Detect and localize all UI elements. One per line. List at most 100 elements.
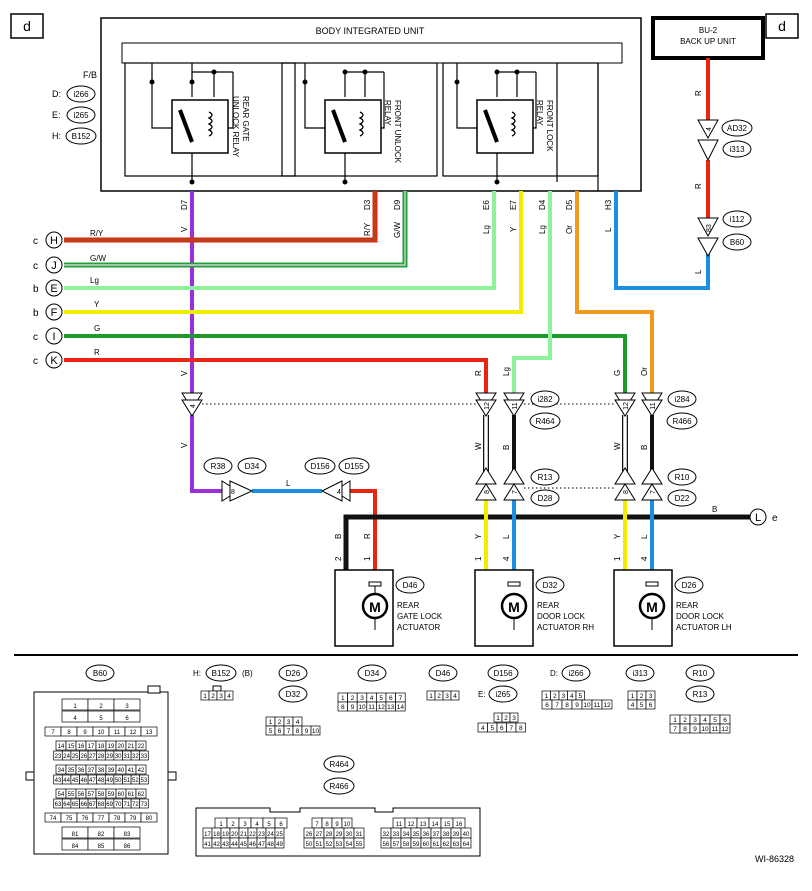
act-lh-l1: REAR — [676, 601, 698, 610]
r464-pin: 3 — [243, 822, 247, 828]
connector-dotted-links — [202, 403, 615, 489]
b60-pin: 40 — [118, 768, 125, 774]
bus-wire-f: Y — [94, 300, 100, 309]
svg-text:M: M — [369, 599, 381, 615]
d26-grid-pin: 5 — [269, 728, 273, 735]
d26-grid-pin: 7 — [287, 728, 291, 735]
pin-wire-d3: R/Y — [363, 222, 372, 236]
r10-grid-pin: 5 — [713, 717, 717, 724]
r464-pin: 57 — [393, 842, 400, 848]
b60-pin: 20 — [118, 744, 125, 750]
mid-b2: B — [640, 445, 649, 450]
r464-pin: 58 — [403, 842, 410, 848]
ground-ref: L — [755, 512, 761, 524]
pin-12a: 12 — [484, 402, 491, 410]
relay-front-lock — [476, 99, 534, 154]
b60-pin: 33 — [141, 754, 148, 760]
b60-pin: 43 — [55, 778, 62, 784]
i313-grid-pin: 1 — [631, 693, 635, 700]
b60-pin: 27 — [89, 754, 96, 760]
d156-grid-pin: 7 — [509, 725, 513, 732]
bus-ref-f: F — [51, 307, 58, 319]
r464-pin: 15 — [444, 822, 451, 828]
r10-grid-pin: 2 — [683, 717, 687, 724]
r464-pin: 13 — [420, 822, 427, 828]
r10-grid-pin: 8 — [683, 726, 687, 733]
bu-pin-83: 83 — [706, 224, 713, 232]
r464-pin: 60 — [423, 842, 430, 848]
act-gate-l3: ACTUATOR — [397, 623, 440, 632]
d34-grid-pin: 13 — [387, 704, 395, 711]
b60-pin: 17 — [88, 744, 95, 750]
r10-grid-pin: 11 — [712, 726, 719, 733]
relay-label-front-unlock-2: RELAY — [383, 100, 392, 126]
wire-d7-v-bottom — [190, 415, 222, 493]
act-rh-p2: 4 — [502, 556, 511, 561]
d34-grid-pin: 2 — [351, 695, 355, 702]
pin-wire-h3: L — [604, 227, 613, 232]
act-lh-l2: DOOR LOCK — [676, 612, 725, 621]
b60-pin: 60 — [118, 792, 125, 798]
r464-pin: 47 — [258, 842, 265, 848]
r10-grid-pin: 1 — [673, 717, 677, 724]
variant-d-code: i266 — [73, 90, 89, 99]
r464-pin: 28 — [326, 832, 333, 838]
page-mark-left: d — [23, 18, 31, 34]
r464-pin: 30 — [346, 832, 353, 838]
bus-ref-k: K — [50, 355, 58, 367]
b60-pin: 19 — [108, 744, 115, 750]
d156-grid-pin: 2 — [504, 715, 508, 722]
i266-grid-pin: 1 — [544, 693, 548, 700]
pin-e7: E7 — [509, 200, 518, 210]
r464-pin: 55 — [356, 842, 363, 848]
bus-ref-j: J — [51, 260, 57, 272]
r464-pin: 2 — [231, 822, 235, 828]
r464-pin: 26 — [306, 832, 313, 838]
fb-label: F/B — [83, 70, 97, 80]
i266-grid-pin: 8 — [565, 702, 569, 709]
b60-pin: 44 — [63, 778, 70, 784]
fb-variants: D: i266 E: i265 H: B152 — [52, 85, 97, 145]
actuator-door-lh: M — [613, 569, 673, 647]
pin-d5: D5 — [565, 199, 574, 210]
act-lh-code: D26 — [682, 581, 697, 590]
d26-grid-pin: 9 — [305, 728, 309, 735]
b60-pin: 64 — [63, 802, 70, 808]
bus-side-k: c — [33, 356, 38, 367]
b60-pin: 14 — [58, 744, 65, 750]
r464-pin: 48 — [267, 842, 274, 848]
backup-unit-line1: BU-2 — [699, 26, 718, 35]
r464-pin: 17 — [204, 832, 211, 838]
b60-pin: 77 — [98, 816, 105, 822]
legend-d156: D156 — [493, 669, 513, 678]
r464-pin: 33 — [393, 832, 400, 838]
b60-pin: 80 — [146, 816, 153, 822]
r464-pin: 43 — [222, 842, 229, 848]
b152-grid-pin: 3 — [219, 693, 223, 700]
i313-grid-pin: 3 — [649, 693, 653, 700]
relay-label-rear-gate-2: UNLOCK RELAY — [231, 96, 240, 158]
relay-label-front-unlock-1: FRONT UNLOCK — [393, 100, 402, 164]
legend-d32: D32 — [286, 690, 301, 699]
svg-text:M: M — [508, 599, 520, 615]
bus-ref-i: I — [52, 331, 55, 343]
conn-r38: R38 — [211, 462, 226, 471]
bus-side-f: b — [33, 308, 39, 319]
conn-r13: R13 — [538, 473, 553, 482]
i313-grid-pin: 5 — [640, 702, 644, 709]
r464-pin: 23 — [258, 832, 265, 838]
actuator-wire-labels: B R 2 1 Y L 1 4 Y L 1 4 — [334, 533, 649, 561]
r464-pin: 7 — [315, 822, 319, 828]
pin-wire-d5: Or — [565, 225, 574, 234]
unit-pin-labels: D7 D3 D9 E6 E7 D4 D5 H3 V R/Y G/W Lg Y L… — [180, 199, 613, 238]
b60-pin: 4 — [73, 716, 77, 722]
bus-wire-j: G/W — [90, 254, 106, 263]
i266-grid-pin: 11 — [594, 702, 601, 709]
r464-pin: 61 — [433, 842, 440, 848]
